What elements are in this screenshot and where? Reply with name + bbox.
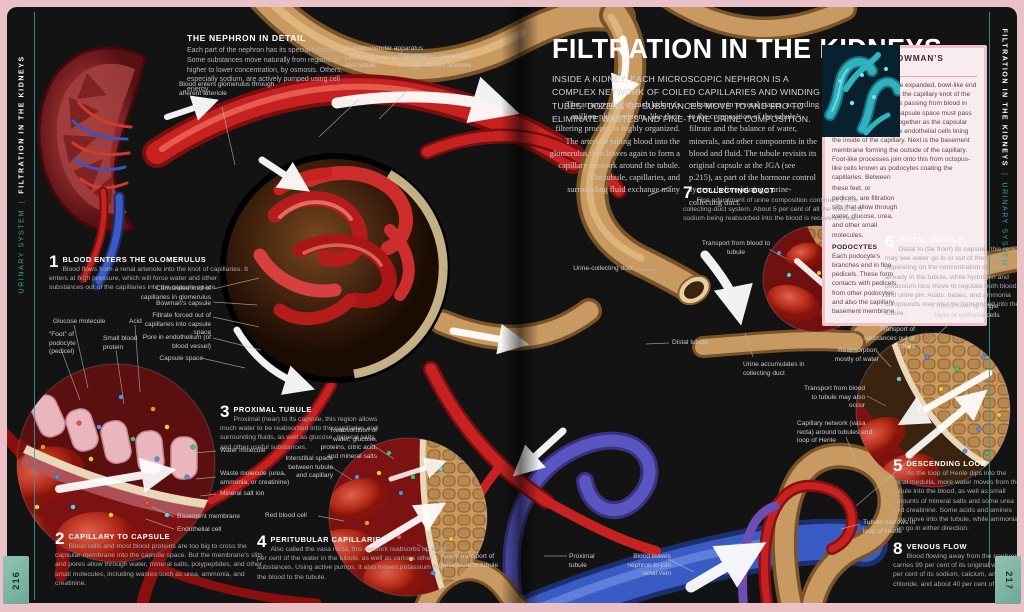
spine-left: URINARY SYSTEM | FILTRATION IN THE KIDNEYS bbox=[18, 55, 26, 294]
spine-left-title: FILTRATION IN THE KIDNEYS bbox=[18, 55, 26, 194]
nephron-illustration bbox=[7, 7, 1017, 603]
inset-capillary-to-capsule bbox=[16, 363, 216, 563]
spine-right: FILTRATION IN THE KIDNEYS | URINARY SYSTEM bbox=[1000, 28, 1008, 267]
spine-separator: | bbox=[18, 199, 26, 204]
glomerulus bbox=[220, 153, 450, 383]
inset-blood-to-tubule bbox=[762, 225, 870, 333]
page-number-tab-right: 217 bbox=[995, 556, 1021, 604]
spine-right-section: URINARY SYSTEM bbox=[1000, 182, 1008, 267]
kidney-cross-section bbox=[37, 46, 147, 291]
spine-left-section: URINARY SYSTEM bbox=[18, 209, 26, 294]
page-number-right: 217 bbox=[1002, 570, 1014, 590]
page-background: URINARY SYSTEM|FILTRATION IN THE KIDNEYS… bbox=[7, 7, 1017, 603]
right-accent-line bbox=[989, 12, 990, 568]
page-number-tab-left: 216 bbox=[3, 556, 29, 604]
spine-separator-right: | bbox=[1000, 173, 1008, 177]
page-number-left: 216 bbox=[10, 570, 22, 590]
spine-right-title: FILTRATION IN THE KIDNEYS bbox=[1000, 28, 1008, 168]
left-accent-line bbox=[34, 12, 35, 600]
inset-peritubular-capillaries bbox=[328, 437, 488, 597]
inset-distal-tubule bbox=[855, 332, 1011, 488]
leader-lines bbox=[61, 88, 952, 573]
